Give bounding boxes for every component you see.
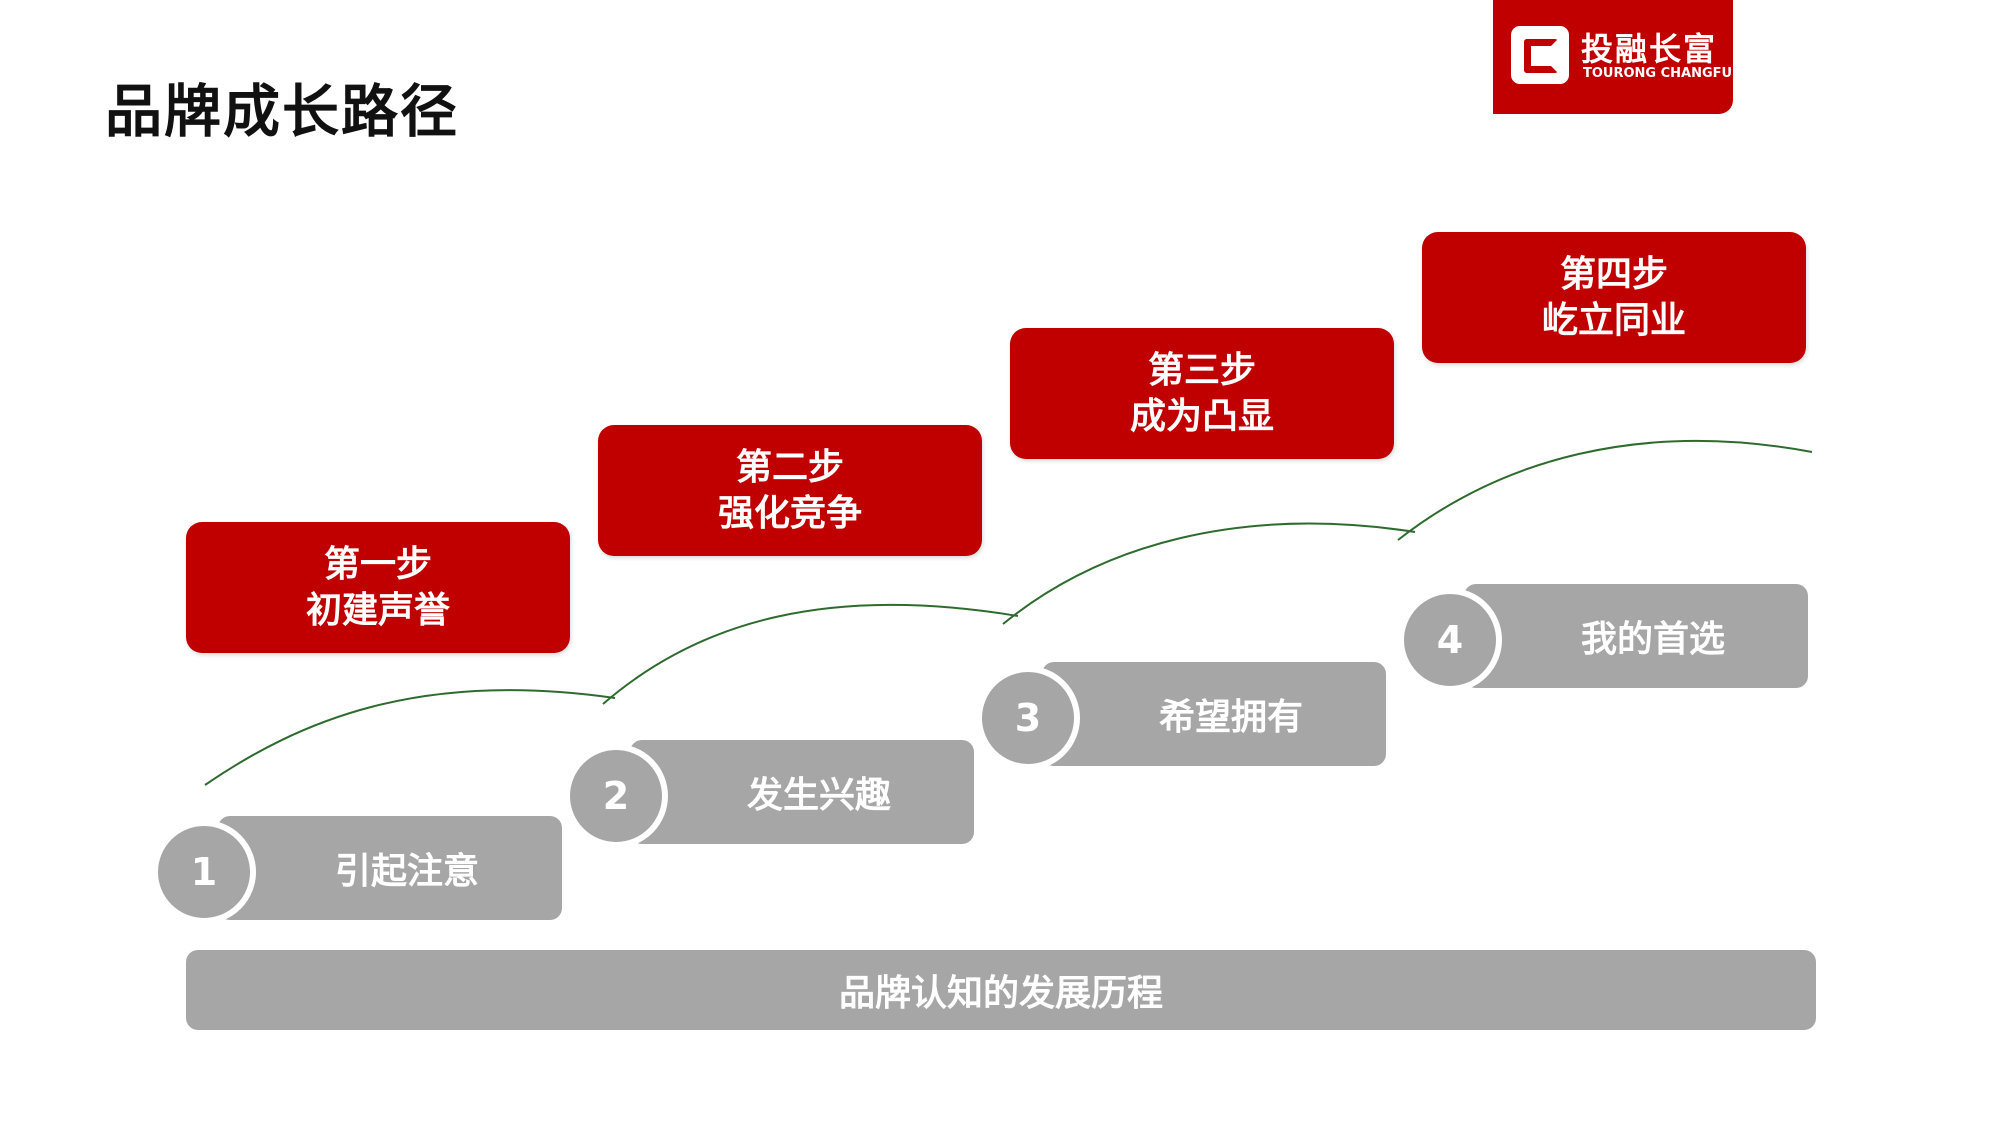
stage-label: 我的首选: [1580, 619, 1725, 660]
step-label: 第四步: [1559, 253, 1668, 295]
step-box-2: 第二步 强化竞争: [598, 425, 982, 556]
logo-c-icon: [1511, 26, 1569, 84]
base-bar: 品牌认知的发展历程: [186, 950, 1816, 1030]
step-label: 第一步: [323, 543, 432, 585]
step-label: 第二步: [735, 446, 844, 488]
stage-bar-2: 发生兴趣: [630, 740, 974, 844]
page-title: 品牌成长路径: [105, 79, 459, 145]
growth-curve-3: [1002, 522, 1416, 625]
step-desc: 成为凸显: [1129, 395, 1274, 437]
step-desc: 强化竞争: [717, 492, 862, 534]
stage-number-2: 2: [564, 744, 668, 848]
growth-curve-1: [204, 689, 616, 786]
stage-label: 引起注意: [334, 851, 479, 892]
logo-name-cn: 投融长富: [1581, 30, 1718, 68]
stage-number-3: 3: [976, 666, 1080, 770]
stage-number-1: 1: [152, 820, 256, 924]
step-box-4: 第四步 屹立同业: [1422, 232, 1806, 363]
stage-bar-3: 希望拥有: [1042, 662, 1386, 766]
stage-label: 希望拥有: [1158, 697, 1303, 738]
step-box-3: 第三步 成为凸显: [1010, 328, 1394, 459]
stage-bar-1: 引起注意: [218, 816, 562, 920]
step-label: 第三步: [1147, 349, 1256, 391]
stage-bar-4: 我的首选: [1464, 584, 1808, 688]
brand-logo: 投融长富 TOURONG CHANGFU: [1493, 0, 1733, 114]
step-desc: 初建声誉: [305, 589, 450, 631]
base-label: 品牌认知的发展历程: [838, 973, 1163, 1014]
growth-curve-4: [1397, 439, 1813, 541]
logo-name-en: TOURONG CHANGFU: [1583, 66, 1733, 81]
step-desc: 屹立同业: [1541, 299, 1686, 341]
step-box-1: 第一步 初建声誉: [186, 522, 570, 653]
stage-label: 发生兴趣: [746, 775, 891, 816]
growth-curve-2: [602, 603, 1019, 705]
stage-number-4: 4: [1398, 588, 1502, 692]
